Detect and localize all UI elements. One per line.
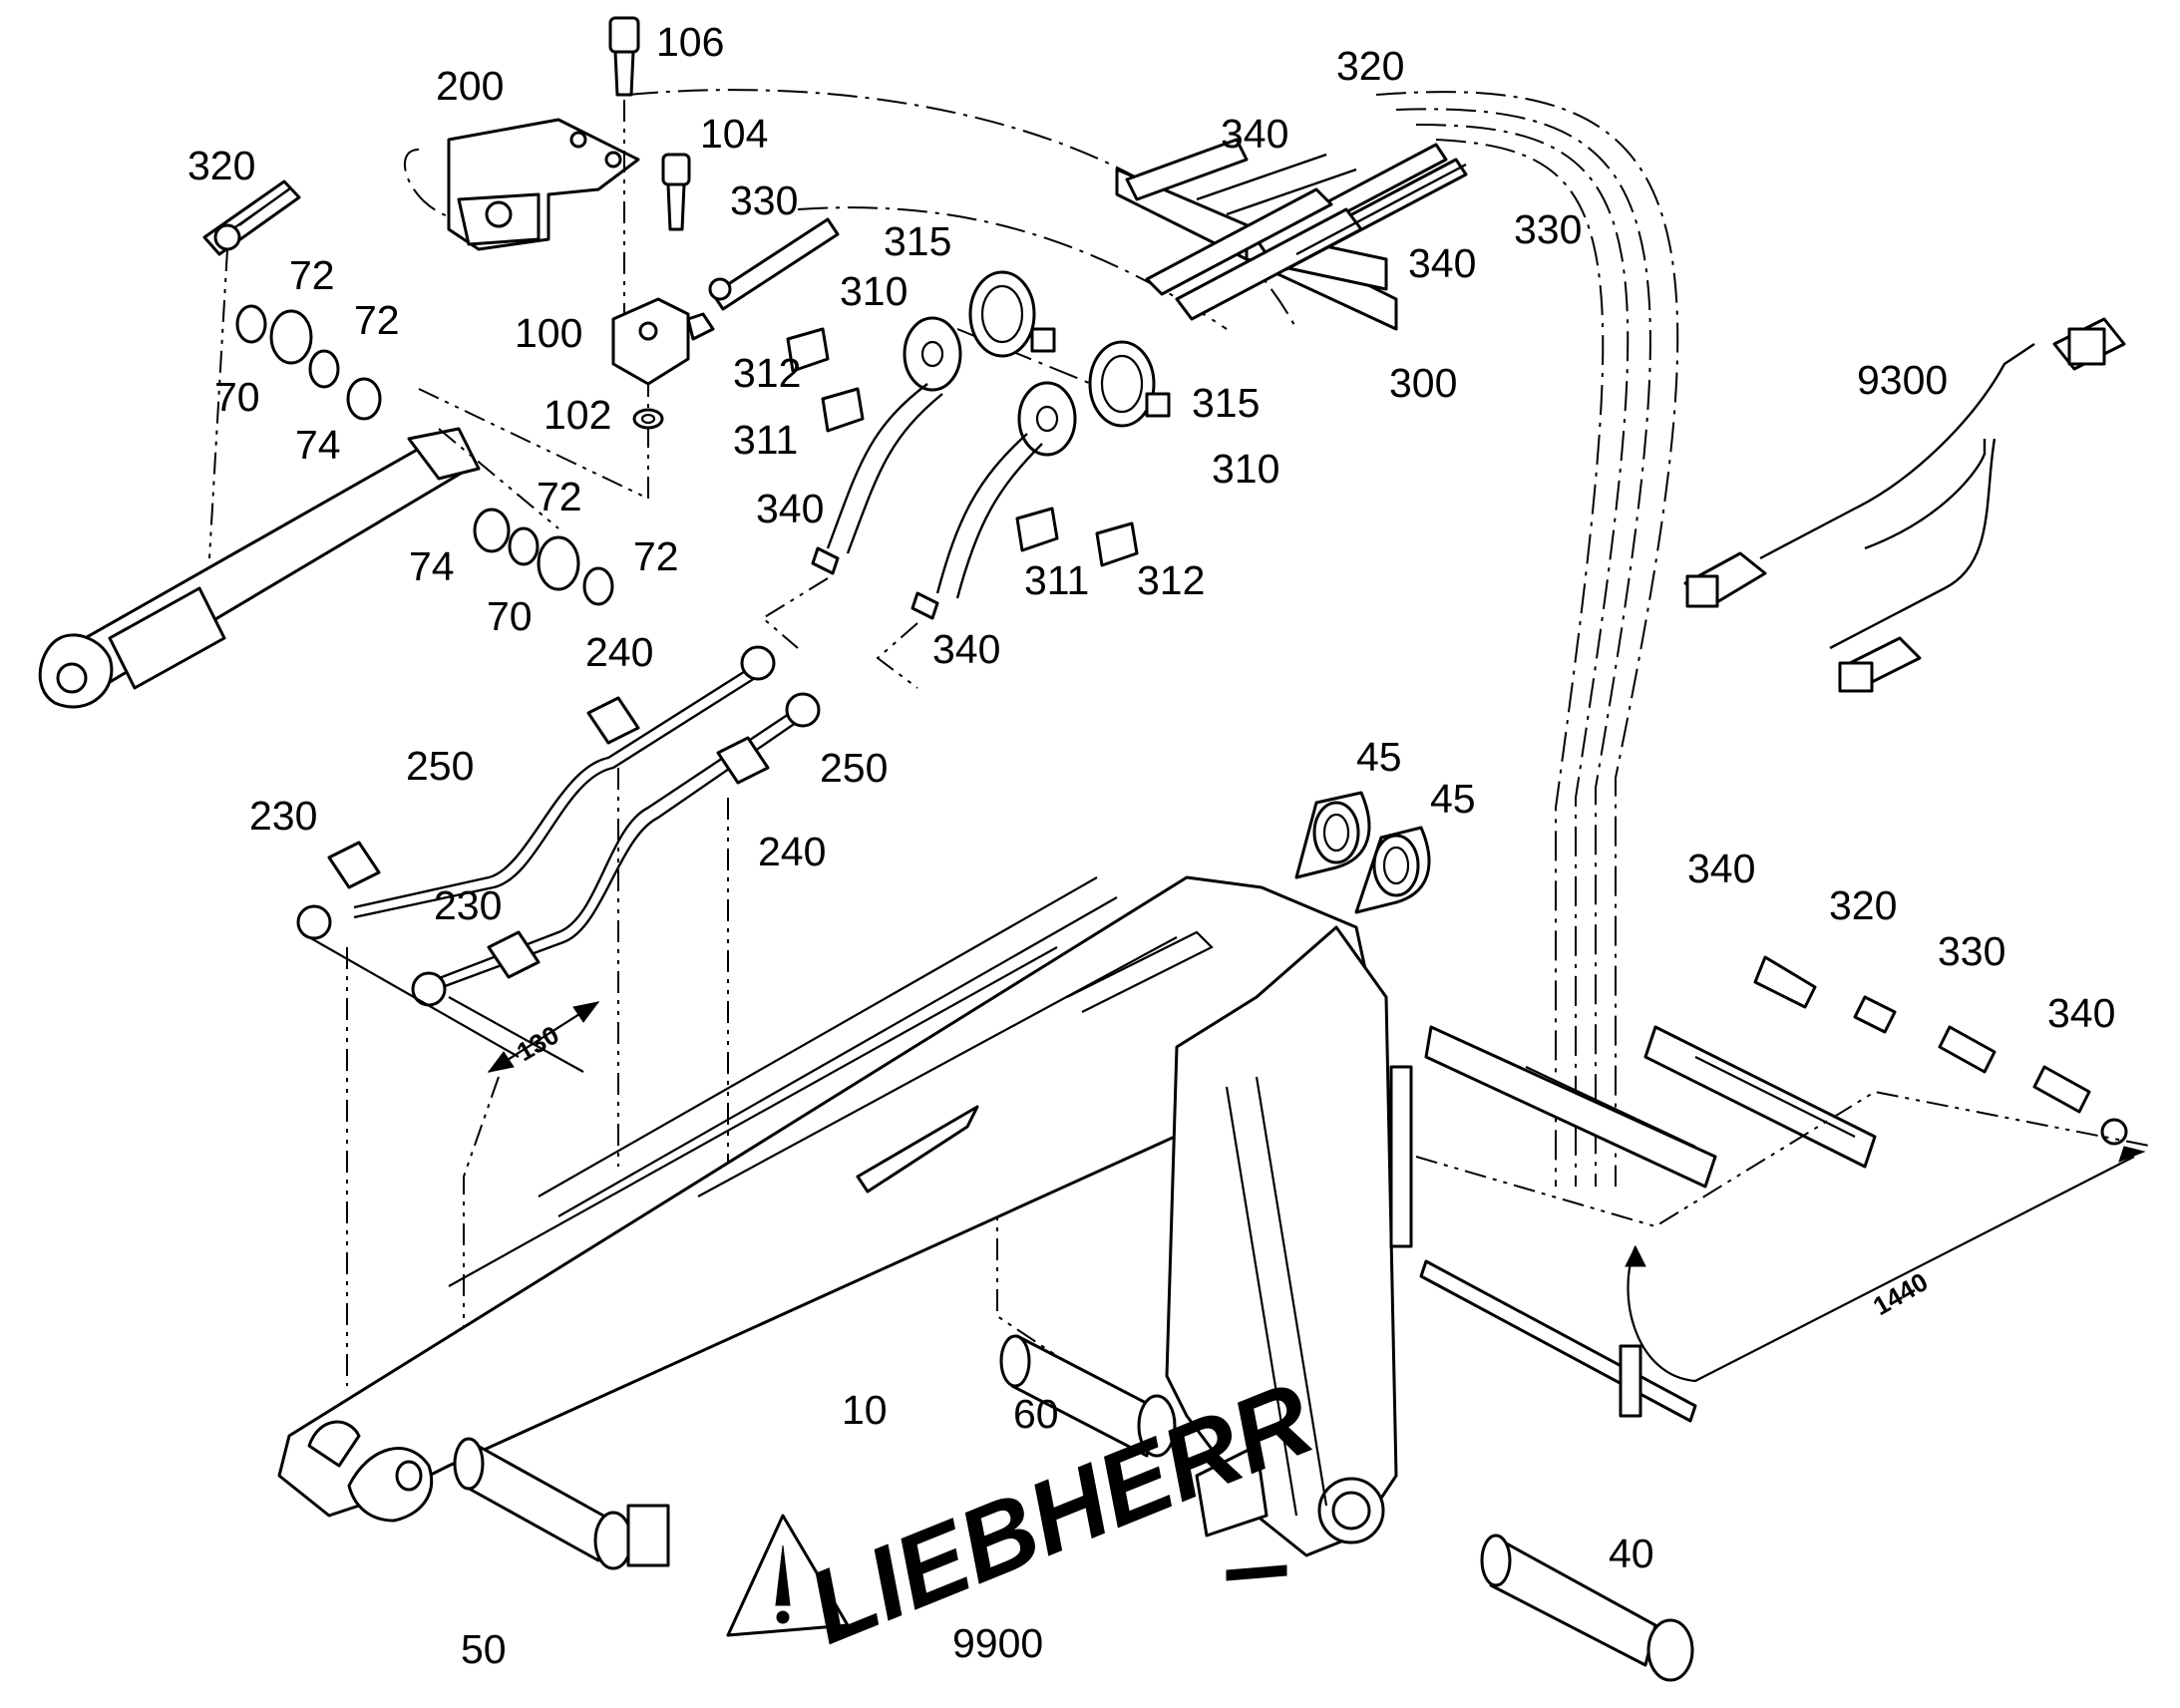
- callout-230-mid: 230: [434, 882, 502, 928]
- callout-340-far-right: 340: [2047, 990, 2115, 1036]
- callout-320-left: 320: [187, 143, 255, 188]
- clamps-230-240: [327, 696, 770, 979]
- callout-312-lower: 312: [1137, 557, 1205, 603]
- main-boom-10: [277, 875, 1373, 1523]
- callout-340-top: 340: [1221, 111, 1288, 157]
- hose-340-pair: [761, 383, 1043, 689]
- callout-100: 100: [515, 310, 582, 356]
- bushings-311-312: [786, 327, 1139, 567]
- pin-50: [453, 1437, 670, 1570]
- collar-315-upper: [968, 270, 1056, 358]
- pin-40: [1480, 1534, 1694, 1682]
- hose-block-right: [1424, 1025, 1877, 1189]
- boom-cylinder: [38, 427, 481, 709]
- callout-340-low: 340: [932, 626, 1000, 672]
- callout-240-lower: 240: [758, 829, 826, 874]
- bolt-106: [608, 16, 640, 319]
- callout-330-right-lower: 330: [1938, 928, 2005, 974]
- callout-72-b: 72: [354, 297, 400, 343]
- callout-311-lower: 311: [1024, 557, 1089, 603]
- callout-10: 10: [842, 1387, 888, 1433]
- callout-72-d: 72: [633, 533, 679, 579]
- callout-330-left: 330: [730, 177, 798, 223]
- callout-310-lower: 310: [1212, 446, 1279, 492]
- dashed-guide-cylinder: [208, 248, 649, 559]
- callout-50: 50: [461, 1626, 507, 1672]
- callout-60: 60: [1013, 1391, 1059, 1437]
- callout-310-top: 310: [840, 268, 908, 314]
- callout-9900: 9900: [952, 1620, 1043, 1666]
- bolt-104: [661, 153, 691, 231]
- upright-frame: [1165, 925, 1398, 1581]
- warning-triangle-icon: [726, 1514, 850, 1637]
- collar-315-lower: [1088, 340, 1171, 428]
- rings-45: [1294, 791, 1431, 914]
- callout-104: 104: [700, 111, 768, 157]
- callout-9300: 9300: [1857, 357, 1948, 403]
- callout-40: 40: [1609, 1531, 1654, 1576]
- wire-harness-9300: [1683, 317, 2126, 693]
- callout-330-right: 330: [1514, 206, 1582, 252]
- callout-340-mid: 340: [756, 486, 824, 531]
- right-bracket-plates: [1389, 1065, 1697, 1423]
- dimension-130: [308, 936, 600, 1073]
- callout-230-left: 230: [249, 793, 317, 839]
- callout-311-top: 311: [733, 417, 798, 463]
- callout-200: 200: [436, 63, 504, 109]
- fittings-right: [1415, 955, 2155, 1228]
- callout-300: 300: [1389, 360, 1457, 406]
- dimension-130-label: 130: [512, 1020, 564, 1068]
- callout-340-right: 340: [1408, 240, 1476, 286]
- pin-60: [999, 1334, 1177, 1458]
- callout-72-c: 72: [537, 474, 582, 519]
- callout-70-a: 70: [214, 374, 260, 420]
- callout-320-top: 320: [1336, 43, 1404, 89]
- dimension-1440-label: 1440: [1868, 1266, 1933, 1321]
- callout-315-lower: 315: [1192, 380, 1260, 426]
- block-100: [611, 297, 715, 386]
- pipe-lines-250: [296, 645, 821, 1007]
- callout-72-a: 72: [289, 252, 335, 298]
- callout-240-top: 240: [585, 629, 653, 675]
- callout-320-right-lower: 320: [1829, 882, 1897, 928]
- hose-330-short: [708, 217, 840, 311]
- callout-340-right-lower: 340: [1687, 846, 1755, 891]
- flange-310-upper: [903, 316, 962, 392]
- callout-312-top: 312: [733, 350, 801, 396]
- seal-set-lower: [473, 508, 614, 606]
- callout-250-right: 250: [820, 745, 888, 791]
- manifold-300: [1115, 138, 1468, 331]
- callout-315-top: 315: [884, 218, 951, 264]
- callout-45-a: 45: [1356, 734, 1402, 780]
- callout-106: 106: [656, 19, 724, 65]
- callout-250-left: 250: [406, 743, 474, 789]
- callout-labels: 106 200 104 320 320 340 330 330 340 315 …: [187, 19, 2115, 1672]
- flange-310-lower: [1017, 381, 1077, 457]
- callout-74-a: 74: [295, 422, 341, 468]
- washer-102: [632, 408, 664, 430]
- callout-45-b: 45: [1430, 776, 1476, 822]
- dimension-1440: [1625, 1146, 2146, 1383]
- callout-102: 102: [544, 392, 611, 438]
- callout-70-b: 70: [487, 593, 533, 639]
- bracket-200: [447, 118, 640, 251]
- callout-74-b: 74: [409, 543, 455, 589]
